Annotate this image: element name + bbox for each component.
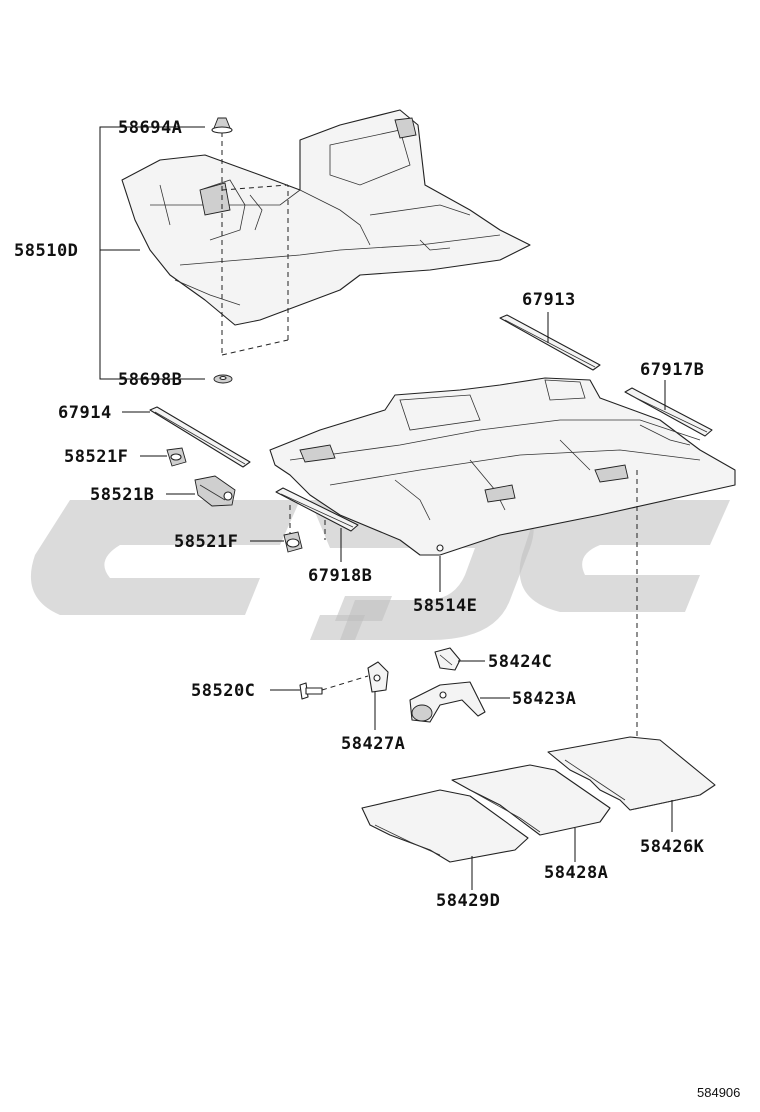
scuff-strip-67918B (275, 487, 359, 532)
rear-floor-carpet-58514E (269, 377, 736, 556)
floor-board-58429D (361, 789, 529, 863)
label-58521F-lower: 58521F (174, 532, 238, 552)
guide-58520C (321, 675, 369, 691)
clip-58521F-upper (166, 447, 187, 467)
clip-58521F-lower (283, 531, 303, 553)
label-58429D: 58429D (436, 891, 500, 911)
label-58698B: 58698B (118, 370, 182, 390)
label-58521F-upper: 58521F (64, 447, 128, 467)
bracket-58424C (434, 647, 461, 671)
pin-58520C (299, 682, 323, 700)
scuff-strip-67914 (149, 406, 251, 468)
clip-58694A (211, 117, 233, 134)
label-58427A: 58427A (341, 734, 405, 754)
clip-58521B (194, 475, 236, 507)
label-58424C: 58424C (488, 652, 552, 672)
label-58510D: 58510D (14, 241, 78, 261)
label-58694A: 58694A (118, 118, 182, 138)
figure-number: 584906 (697, 1085, 740, 1100)
scuff-strip-67917B (624, 387, 713, 437)
washer-58698B (213, 374, 233, 384)
label-58514E: 58514E (413, 596, 477, 616)
front-floor-carpet-58510D (121, 109, 531, 326)
label-58426K: 58426K (640, 837, 705, 857)
label-58428A: 58428A (544, 863, 608, 883)
guide-58510D (221, 132, 289, 356)
label-58521B: 58521B (90, 485, 154, 505)
scuff-strip-67913 (499, 314, 601, 371)
bracket-58427A (367, 661, 389, 693)
floor-board-58426K (547, 736, 716, 811)
label-58520C: 58520C (191, 681, 255, 701)
bracket-58423A (409, 681, 486, 723)
label-67913: 67913 (522, 290, 576, 310)
label-67914: 67914 (58, 403, 112, 423)
label-58423A: 58423A (512, 689, 576, 709)
floor-board-58428A (451, 764, 611, 836)
label-67918B: 67918B (308, 566, 372, 586)
leader-bracket-58510D (99, 126, 205, 380)
label-67917B: 67917B (640, 360, 704, 380)
